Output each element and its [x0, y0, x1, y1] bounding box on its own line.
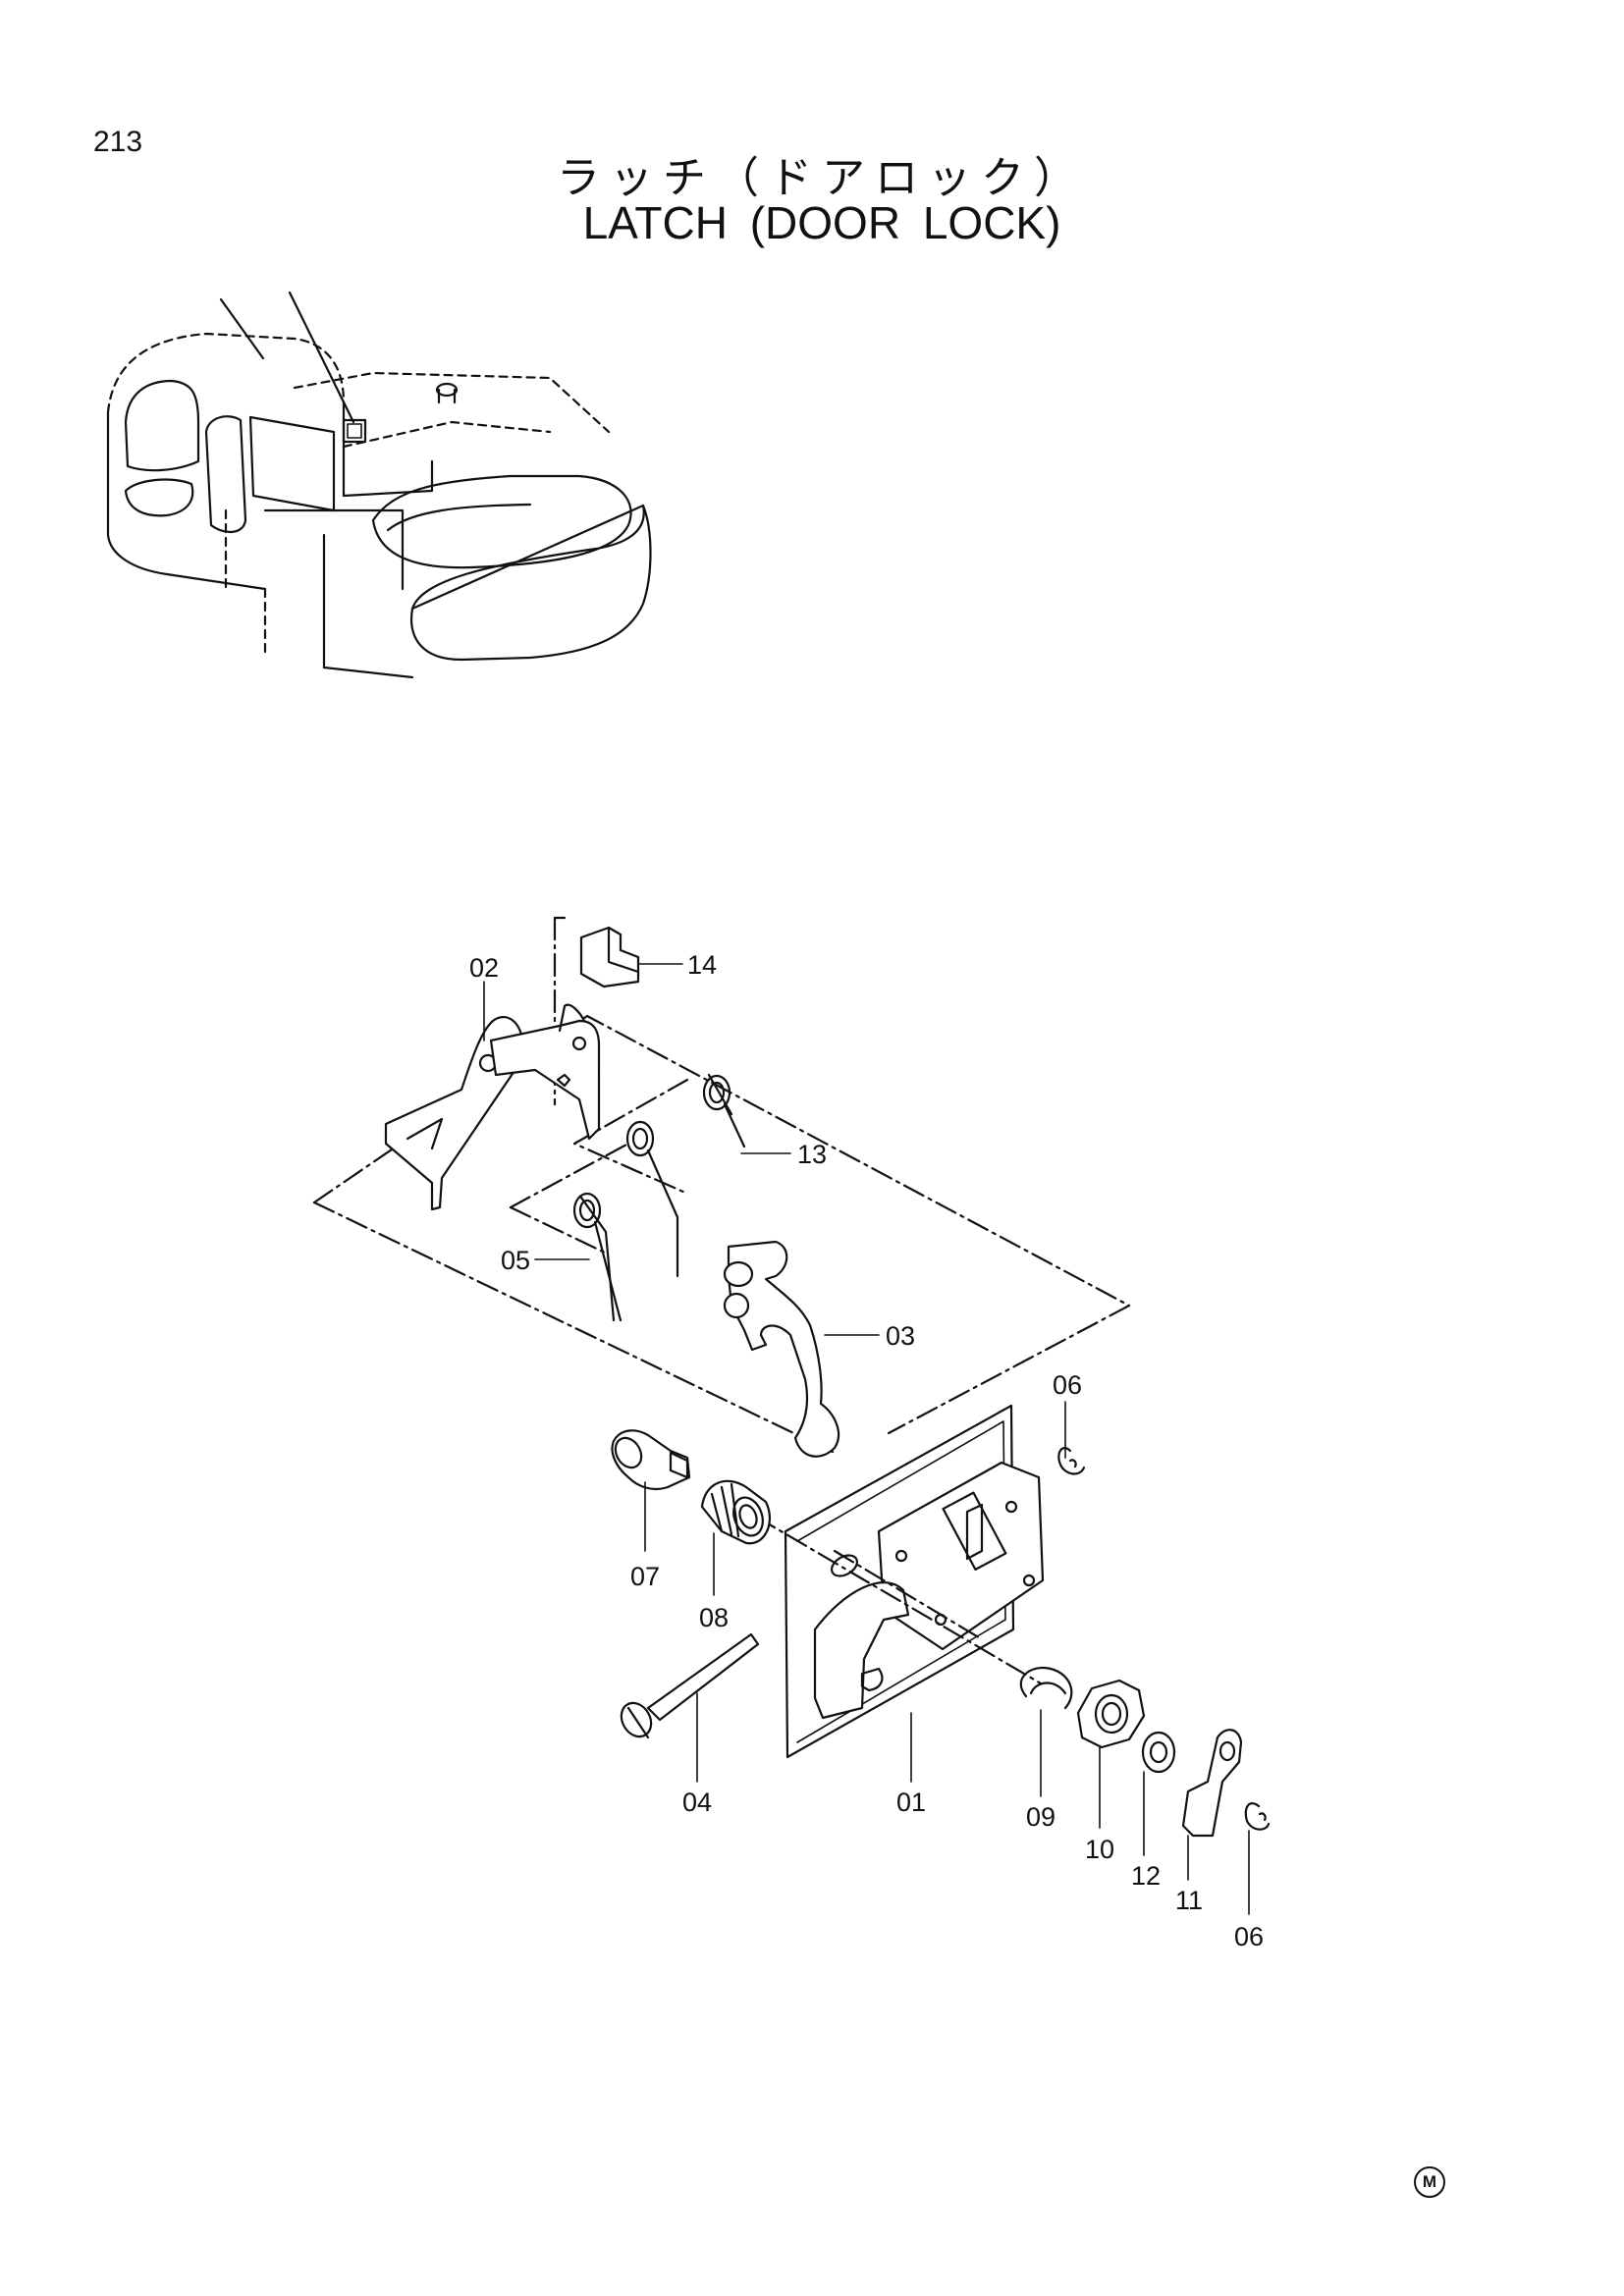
part-12-washer [1141, 1731, 1176, 1774]
part-10-nut [1076, 1679, 1146, 1749]
part-04-bolt [620, 1632, 760, 1739]
part-14-clip [579, 926, 640, 988]
callout-10: 10 [1085, 1835, 1114, 1864]
part-06-snap-ring-bottom [1244, 1802, 1271, 1831]
part-01-latch-plate [784, 1404, 1045, 1759]
part-03-hook [723, 1240, 840, 1458]
callout-11: 11 [1175, 1886, 1203, 1915]
callout-labels: 02 14 13 05 03 06 07 08 04 01 09 10 12 1… [469, 950, 1264, 1951]
callout-09: 09 [1026, 1802, 1056, 1832]
page-number: 213 [93, 126, 143, 158]
part-13-spring [702, 1073, 746, 1148]
callout-02: 02 [469, 953, 499, 983]
callout-06-bottom: 06 [1234, 1922, 1264, 1951]
part-09-ring [1019, 1666, 1073, 1710]
title-japanese: ラッチ（ドアロック） [557, 153, 1087, 203]
leader-lines [483, 963, 1250, 1915]
callout-03: 03 [886, 1321, 915, 1351]
part-11-cam [1181, 1729, 1243, 1838]
part-08-collar [700, 1479, 771, 1545]
callout-05: 05 [501, 1246, 530, 1275]
title-english: LATCH (DOOR LOCK) [582, 197, 1061, 248]
part-07-cylinder [611, 1429, 691, 1491]
manufacturer-mark: M [1414, 2166, 1445, 2198]
callout-01: 01 [896, 1788, 926, 1817]
part-13-spring-inner [625, 1120, 679, 1278]
callout-07: 07 [630, 1562, 660, 1591]
callout-06-top: 06 [1053, 1370, 1082, 1400]
callout-12: 12 [1131, 1861, 1161, 1891]
callout-14: 14 [687, 950, 717, 980]
part-02-lever [384, 1003, 601, 1211]
callout-13: 13 [797, 1140, 827, 1169]
callout-04: 04 [682, 1788, 712, 1817]
machine-overview-illustration [106, 291, 652, 679]
callout-08: 08 [699, 1603, 729, 1632]
part-05-spring [572, 1192, 623, 1322]
part-06-snap-ring-top [1057, 1447, 1086, 1475]
